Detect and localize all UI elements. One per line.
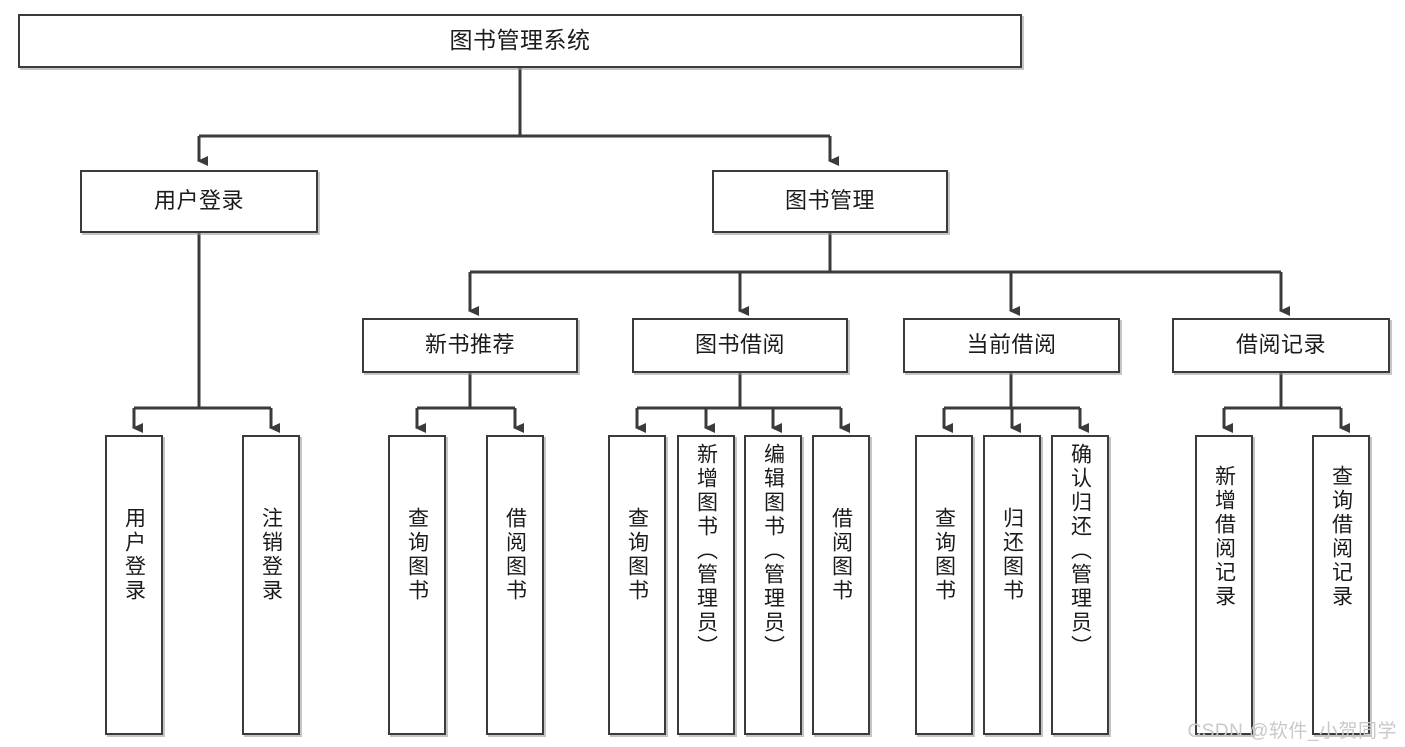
node-leaf-query-book-1-label: 查询图书 bbox=[405, 507, 429, 603]
node-root-label: 图书管理系统 bbox=[449, 27, 591, 54]
node-book-manage-label: 图书管理 bbox=[784, 188, 875, 214]
node-leaf-borrow-book-1-label: 借阅图书 bbox=[503, 507, 527, 603]
node-leaf-add-book-label: 新增图书（管理员） bbox=[694, 443, 718, 659]
node-new-book-recommend[interactable]: 新书推荐 bbox=[362, 318, 578, 373]
node-leaf-user-login[interactable]: 用户登录 bbox=[105, 435, 163, 735]
node-leaf-add-record-label: 新增借阅记录 bbox=[1212, 465, 1236, 609]
node-leaf-edit-book-label: 编辑图书（管理员） bbox=[761, 443, 785, 659]
node-leaf-logout[interactable]: 注销登录 bbox=[242, 435, 300, 735]
node-book-borrow-label: 图书借阅 bbox=[694, 332, 785, 358]
node-user-login[interactable]: 用户登录 bbox=[80, 170, 318, 233]
node-leaf-return-book-label: 归还图书 bbox=[1000, 507, 1024, 603]
node-root[interactable]: 图书管理系统 bbox=[18, 14, 1022, 68]
node-leaf-query-book-2-label: 查询图书 bbox=[625, 507, 649, 603]
node-current-borrow-label: 当前借阅 bbox=[966, 332, 1057, 358]
node-leaf-borrow-book-1[interactable]: 借阅图书 bbox=[486, 435, 544, 735]
node-leaf-query-book-3[interactable]: 查询图书 bbox=[915, 435, 973, 735]
node-user-login-label: 用户登录 bbox=[153, 188, 244, 214]
node-leaf-confirm-return[interactable]: 确认归还（管理员） bbox=[1051, 435, 1109, 735]
node-leaf-user-login-label: 用户登录 bbox=[122, 507, 146, 603]
node-borrow-record[interactable]: 借阅记录 bbox=[1172, 318, 1390, 373]
node-book-borrow[interactable]: 图书借阅 bbox=[632, 318, 848, 373]
node-leaf-query-book-2[interactable]: 查询图书 bbox=[608, 435, 666, 735]
node-leaf-query-book-3-label: 查询图书 bbox=[932, 507, 956, 603]
node-leaf-logout-label: 注销登录 bbox=[259, 507, 283, 603]
node-leaf-query-book-1[interactable]: 查询图书 bbox=[388, 435, 446, 735]
node-current-borrow[interactable]: 当前借阅 bbox=[903, 318, 1120, 373]
node-leaf-add-record[interactable]: 新增借阅记录 bbox=[1195, 435, 1253, 735]
node-leaf-edit-book[interactable]: 编辑图书（管理员） bbox=[744, 435, 802, 735]
node-leaf-confirm-return-label: 确认归还（管理员） bbox=[1068, 443, 1092, 659]
node-leaf-return-book[interactable]: 归还图书 bbox=[983, 435, 1041, 735]
node-borrow-record-label: 借阅记录 bbox=[1235, 332, 1326, 358]
node-leaf-add-book[interactable]: 新增图书（管理员） bbox=[677, 435, 735, 735]
node-new-book-recommend-label: 新书推荐 bbox=[424, 332, 515, 358]
node-book-manage[interactable]: 图书管理 bbox=[712, 170, 948, 233]
node-leaf-query-record-label: 查询借阅记录 bbox=[1329, 465, 1353, 609]
node-leaf-query-record[interactable]: 查询借阅记录 bbox=[1312, 435, 1370, 735]
node-leaf-borrow-book-2[interactable]: 借阅图书 bbox=[812, 435, 870, 735]
node-leaf-borrow-book-2-label: 借阅图书 bbox=[829, 507, 853, 603]
